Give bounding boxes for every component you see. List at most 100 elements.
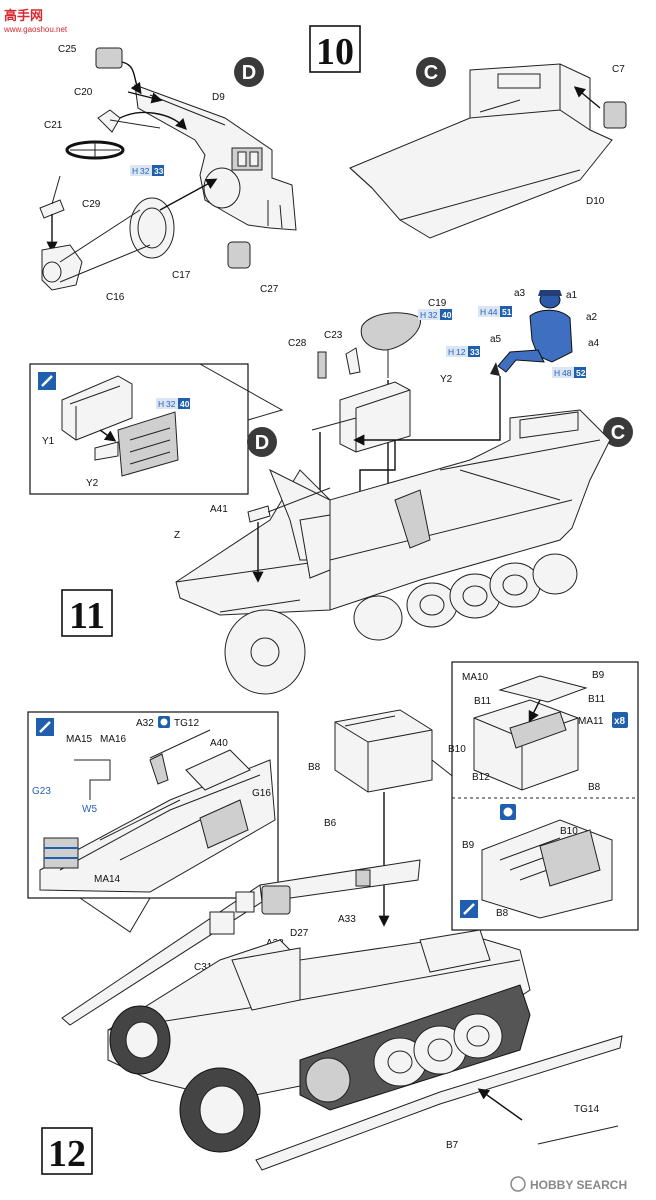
label-d27: D27: [290, 928, 309, 939]
step-10-box: 10: [309, 25, 361, 73]
label-tg14: TG14: [574, 1104, 599, 1115]
label-a3: a3: [514, 288, 526, 299]
label-c25: C25: [58, 44, 77, 55]
label-y1: Y1: [42, 436, 55, 447]
inset-y1-y2: [29, 363, 284, 495]
label-tg12: TG12: [174, 718, 199, 729]
svg-text:32: 32: [428, 310, 438, 320]
svg-text:H: H: [448, 347, 454, 357]
paint-code-h44-51: H 44 51: [478, 306, 512, 317]
label-a41: A41: [210, 504, 228, 515]
label-b7: B7: [446, 1140, 459, 1151]
label-ma11: MA11: [578, 716, 604, 727]
b6-side-panel: [61, 859, 421, 1026]
svg-text:51: 51: [502, 307, 512, 317]
label-y2-inset: Y2: [86, 478, 99, 489]
label-c23: C23: [324, 330, 343, 341]
label-b10-bottom: B10: [560, 826, 578, 837]
label-c29: C29: [82, 199, 101, 210]
inset-ammo-right: x8: [451, 661, 639, 931]
svg-text:H: H: [480, 307, 486, 317]
driver-figure: [353, 290, 573, 446]
circle-c-mid: C: [603, 417, 633, 447]
svg-text:33: 33: [470, 347, 480, 357]
label-c31: C31: [194, 962, 213, 973]
step-12-box: 12: [41, 1127, 93, 1175]
label-g23: G23: [32, 786, 51, 797]
label-ma14: MA14: [94, 874, 121, 885]
a41-part: [247, 487, 331, 583]
halftrack-hull-step11: [175, 409, 611, 695]
label-c27: C27: [260, 284, 279, 295]
svg-text:H: H: [420, 310, 426, 320]
label-b8: B8: [308, 762, 321, 773]
svg-text:H: H: [132, 166, 138, 176]
svg-text:32: 32: [140, 166, 150, 176]
label-ma10: MA10: [462, 672, 489, 683]
b8-ammo-box: [334, 709, 471, 927]
paint-code-h12-33: H 12 33: [446, 346, 480, 357]
c20-part: [97, 109, 187, 133]
svg-text:40: 40: [442, 310, 452, 320]
paint-code-h32-33: H 32 33: [130, 165, 164, 176]
label-ma16: MA16: [100, 734, 127, 745]
svg-text:48: 48: [562, 368, 572, 378]
label-d9: D9: [212, 92, 225, 103]
halftrack-hull-step12: [107, 929, 531, 1153]
svg-text:www.gaoshou.net: www.gaoshou.net: [3, 25, 68, 34]
svg-text:33: 33: [154, 166, 164, 176]
paint-code-inset-h32-40: H 32 40: [156, 398, 190, 409]
label-c17: C17: [172, 270, 191, 281]
c28-c23-parts: [317, 347, 361, 379]
label-b11-left: B11: [474, 696, 491, 707]
c25-part: [95, 47, 163, 104]
b7-side-panel: [255, 1035, 623, 1171]
svg-text:12: 12: [456, 347, 466, 357]
label-b10-top: B10: [448, 744, 466, 755]
label-z: Z: [174, 530, 180, 541]
c29-part: [39, 175, 65, 253]
label-a1: a1: [566, 290, 578, 301]
label-a2: a2: [586, 312, 598, 323]
tg14-part: [477, 1088, 619, 1145]
label-a40: A40: [210, 738, 228, 749]
svg-text:高手网: 高手网: [4, 8, 43, 23]
label-b8-inset: B8: [588, 782, 601, 793]
label-b6: B6: [324, 818, 337, 829]
svg-text:10: 10: [316, 31, 354, 73]
label-g16: G16: [252, 788, 271, 799]
label-a4: a4: [588, 338, 600, 349]
svg-text:H: H: [158, 399, 164, 409]
d10-floor-plate: [349, 63, 613, 239]
c16-part: [41, 244, 83, 291]
svg-text:40: 40: [180, 399, 190, 409]
c21-steering-wheel: [65, 140, 125, 160]
label-c16: C16: [106, 292, 125, 303]
svg-text:D: D: [255, 432, 269, 454]
svg-text:52: 52: [576, 368, 586, 378]
inset-interior-left: [27, 711, 279, 933]
circle-d-mid: D: [247, 427, 277, 457]
label-b8-bottom: B8: [496, 908, 509, 919]
label-b11-right: B11: [588, 694, 605, 705]
c27-part: [227, 241, 251, 269]
label-b9-bottom: B9: [462, 840, 475, 851]
label-c7: C7: [612, 64, 625, 75]
svg-text:D: D: [242, 62, 256, 84]
c17-flywheel: [59, 178, 218, 283]
label-c28: C28: [288, 338, 307, 349]
hobbysearch-watermark: HOBBY SEARCH: [510, 1176, 627, 1192]
svg-text:11: 11: [69, 595, 105, 637]
label-y2: Y2: [440, 374, 453, 385]
label-b12: B12: [472, 772, 490, 783]
paint-code-h48-52: H 48 52: [552, 367, 586, 378]
svg-text:32: 32: [166, 399, 176, 409]
step-11-box: 11: [61, 589, 113, 637]
label-c20: C20: [74, 87, 93, 98]
label-c21: C21: [44, 120, 63, 131]
label-a32: A32: [136, 718, 154, 729]
circle-d-top: D: [234, 57, 264, 87]
label-d10: D10: [586, 196, 605, 207]
